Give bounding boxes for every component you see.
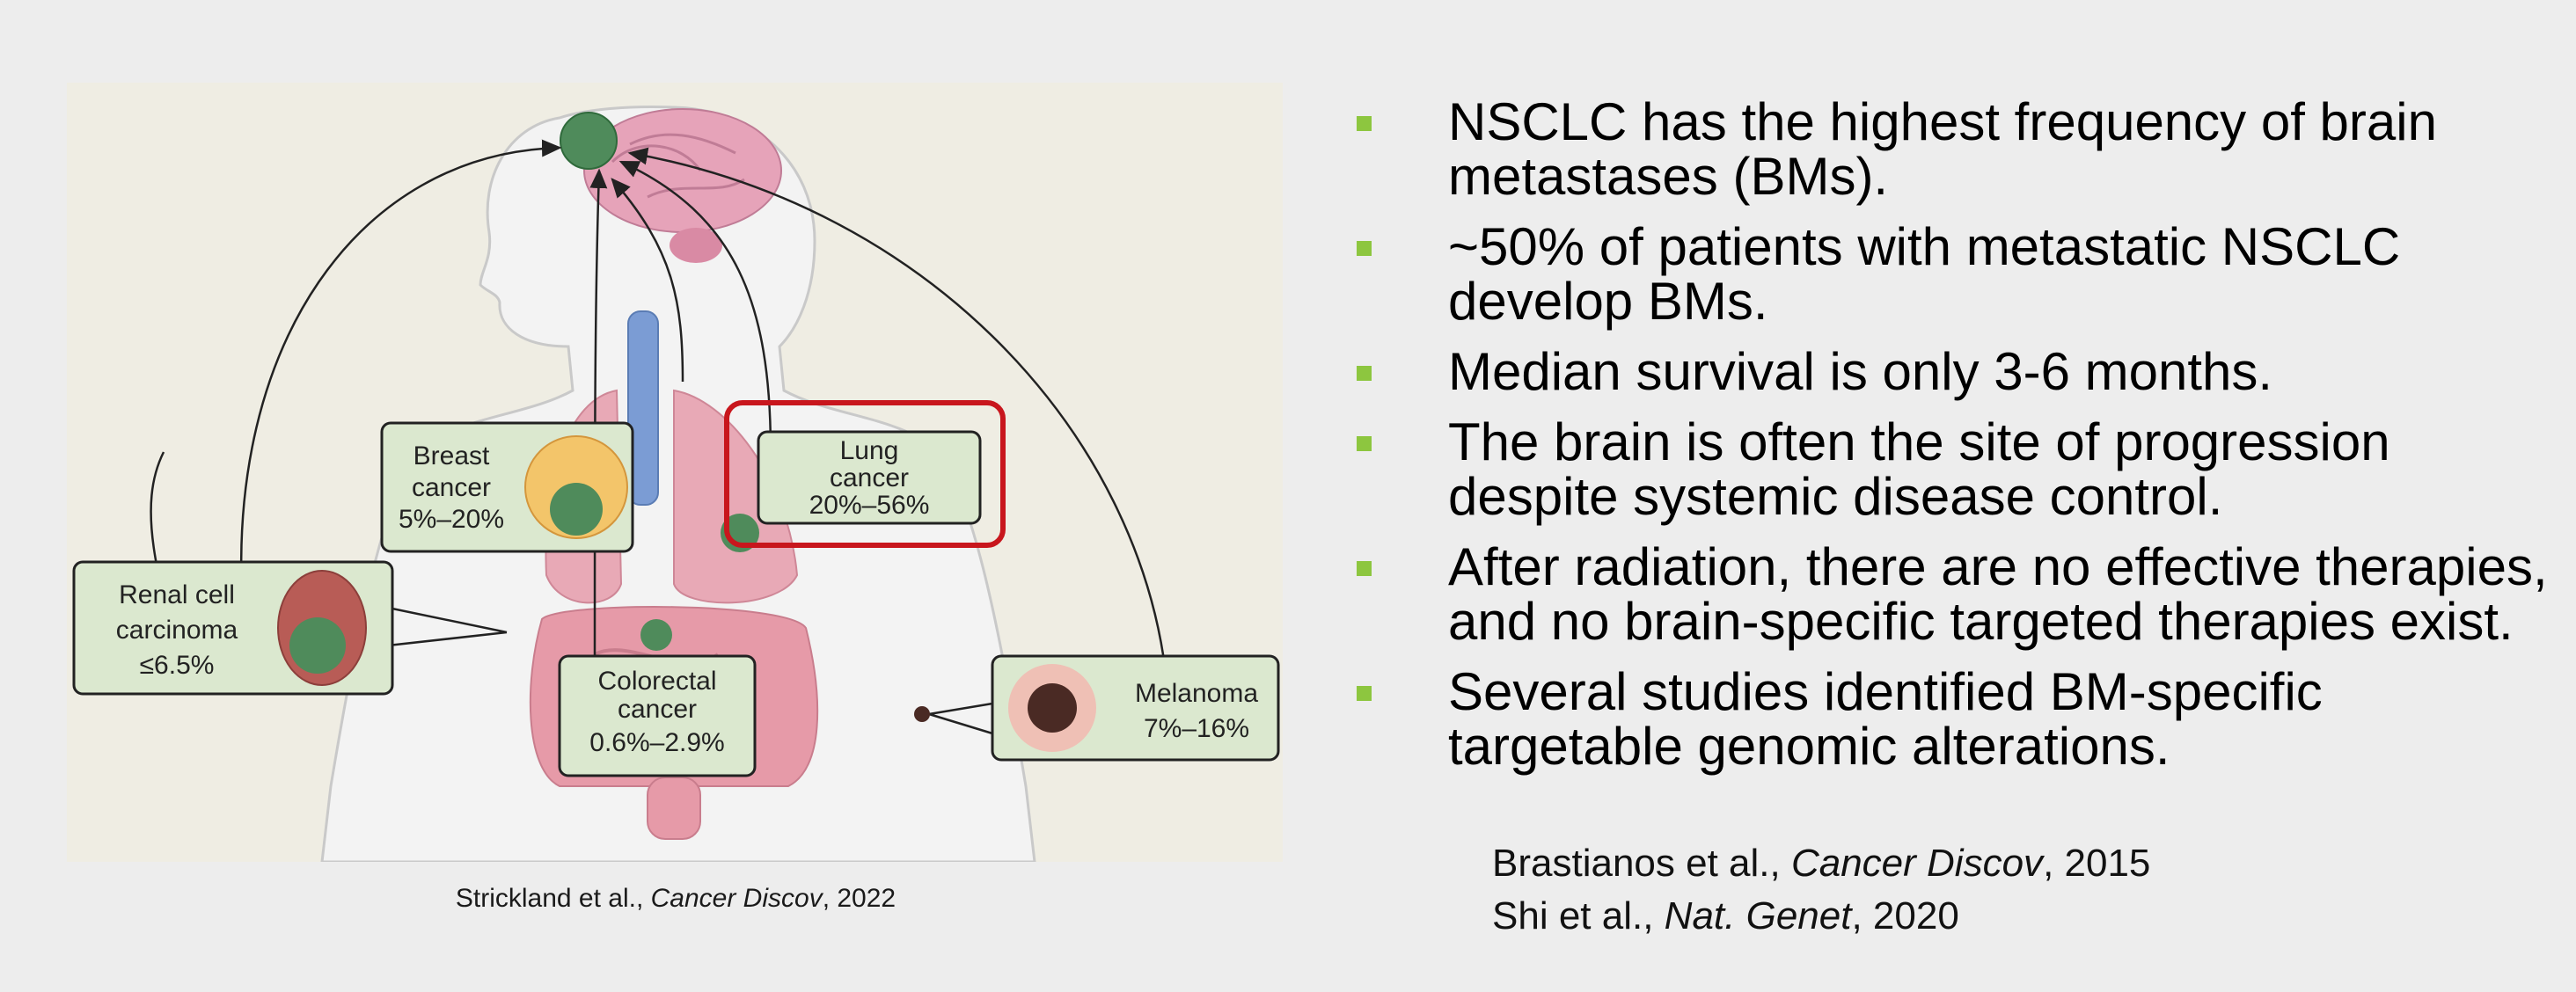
bullet-text: Several studies identified BM-specific t… xyxy=(1448,662,2323,776)
caption-journal: Cancer Discov xyxy=(650,884,823,913)
bullet-marker-icon xyxy=(1357,561,1372,576)
breast-cancer-box: Breast cancer 5%–20% xyxy=(380,421,634,553)
melanoma-label-rate: 7%–16% xyxy=(1144,714,1249,743)
renal-label-line1: Renal cell xyxy=(119,580,235,609)
bullet-marker-icon xyxy=(1357,116,1372,131)
references: Brastianos et al., Cancer Discov, 2015 S… xyxy=(1492,837,2150,943)
renal-cell-carcinoma-box: Renal cell carcinoma ≤6.5% xyxy=(72,560,394,696)
figure-caption: Strickland et al., Cancer Discov, 2022 xyxy=(0,884,1351,914)
breast-label-line2: cancer xyxy=(412,473,491,502)
renal-label-line2: carcinoma xyxy=(116,616,238,645)
bullet-item: After radiation, there are no effective … xyxy=(1346,540,2560,649)
colorectal-label-rate: 0.6%–2.9% xyxy=(589,728,724,757)
reference-journal: Nat. Genet xyxy=(1664,894,1852,937)
reference-item: Shi et al., Nat. Genet, 2020 xyxy=(1492,890,2150,943)
metastasis-arrows xyxy=(150,139,1168,699)
bullet-marker-icon xyxy=(1357,241,1372,256)
lung-label-rate: 20%–56% xyxy=(809,491,930,520)
caption-authors: Strickland et al., xyxy=(455,884,644,913)
connector-lines xyxy=(387,606,993,735)
metastasis-figure: Breast cancer 5%–20% Lung cancer 20%–56%… xyxy=(67,83,1283,862)
breast-label-line1: Breast xyxy=(413,441,490,470)
bullet-marker-icon xyxy=(1357,686,1372,701)
trachea xyxy=(627,310,659,506)
melanoma-box: Melanoma 7%–16% xyxy=(914,654,1280,762)
reference-year: , 2015 xyxy=(2043,842,2151,885)
bullet-item: Several studies identified BM-specific t… xyxy=(1346,665,2560,774)
renal-label-rate: ≤6.5% xyxy=(140,651,215,680)
brain-illustration xyxy=(560,108,782,263)
bullet-text: The brain is often the site of progressi… xyxy=(1448,412,2390,526)
lung-label-line1: Lung xyxy=(840,436,899,465)
bullet-text: NSCLC has the highest frequency of brain… xyxy=(1448,92,2437,206)
brain-metastasis xyxy=(560,112,618,170)
reference-journal: Cancer Discov xyxy=(1790,842,2044,885)
bullet-item: ~50% of patients with metastatic NSCLC d… xyxy=(1346,220,2560,329)
reference-authors: Brastianos et al., xyxy=(1492,842,1781,885)
bullet-item: NSCLC has the highest frequency of brain… xyxy=(1346,95,2560,204)
bullet-text: After radiation, there are no effective … xyxy=(1448,537,2548,651)
melanoma-label-line1: Melanoma xyxy=(1135,679,1258,708)
bullet-text: Median survival is only 3-6 months. xyxy=(1448,342,2273,401)
bullet-marker-icon xyxy=(1357,436,1372,451)
caption-year: , 2022 xyxy=(822,884,896,913)
breast-label-rate: 5%–20% xyxy=(399,505,504,534)
bullet-item: Median survival is only 3-6 months. xyxy=(1346,345,2560,399)
colorectal-label-line2: cancer xyxy=(618,695,697,724)
reference-item: Brastianos et al., Cancer Discov, 2015 xyxy=(1492,837,2150,890)
reference-year: , 2020 xyxy=(1851,894,1959,937)
bullet-item: The brain is often the site of progressi… xyxy=(1346,415,2560,524)
reference-authors: Shi et al., xyxy=(1492,894,1654,937)
colorectal-label-line1: Colorectal xyxy=(597,667,716,696)
colorectal-cancer-box: Colorectal cancer 0.6%–2.9% xyxy=(558,654,757,777)
bullet-text: ~50% of patients with metastatic NSCLC d… xyxy=(1448,217,2401,331)
bullet-list: NSCLC has the highest frequency of brain… xyxy=(1346,95,2560,790)
lung-label-line2: cancer xyxy=(830,463,909,492)
lung-highlight-frame xyxy=(724,400,1006,548)
bullet-marker-icon xyxy=(1357,366,1372,381)
lung-cancer-box: Lung cancer 20%–56% xyxy=(724,400,1006,548)
